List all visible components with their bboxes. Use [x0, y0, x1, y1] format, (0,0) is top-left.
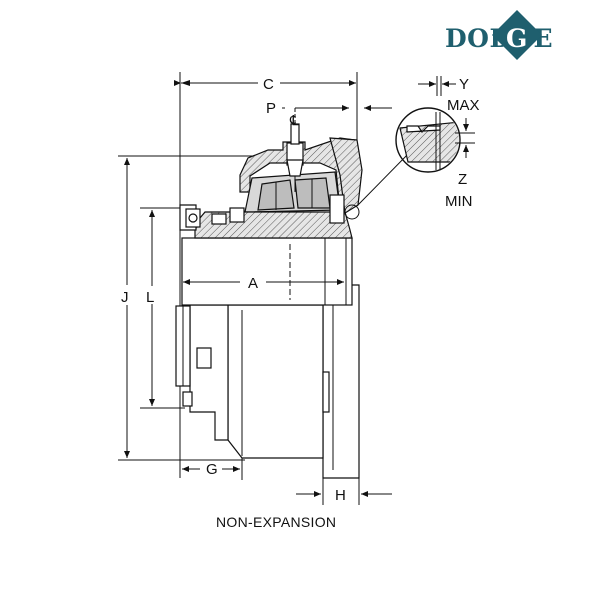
dimension-p: P ℄: [266, 100, 392, 128]
dim-y-label: Y: [459, 76, 469, 93]
dimension-z: Z MIN: [445, 118, 475, 210]
svg-text:G: G: [506, 24, 527, 53]
dim-z-note: MIN: [445, 193, 473, 210]
dimension-a: A: [183, 275, 344, 292]
dim-c-label: C: [263, 76, 274, 93]
detail-callout: [344, 107, 461, 220]
dimension-y: Y MAX: [418, 76, 480, 114]
dim-a-label: A: [248, 275, 258, 292]
housing-section: [179, 108, 363, 239]
dimension-g: G: [182, 461, 240, 478]
centerline-symbol: ℄: [289, 112, 299, 128]
dimension-h: H: [296, 487, 392, 504]
dodge-logo: DODGE G: [445, 10, 553, 60]
housing-body: [175, 284, 360, 479]
dim-j-label: J: [121, 289, 129, 306]
dimension-j: J: [121, 158, 130, 458]
dim-z-label: Z: [458, 171, 467, 188]
dim-h-label: H: [335, 487, 346, 504]
dim-y-note: MAX: [447, 97, 480, 114]
dim-l-label: L: [146, 289, 154, 306]
dim-p-label: P: [266, 100, 276, 117]
dimension-l: L: [146, 210, 155, 406]
horizontal-extension-lines: [118, 155, 262, 461]
dim-g-label: G: [206, 461, 218, 478]
drawing-caption: NON-EXPANSION: [216, 514, 336, 530]
logo-diamond: G: [492, 10, 542, 60]
bore-section: [181, 237, 353, 306]
dimension-c: C: [174, 76, 356, 93]
